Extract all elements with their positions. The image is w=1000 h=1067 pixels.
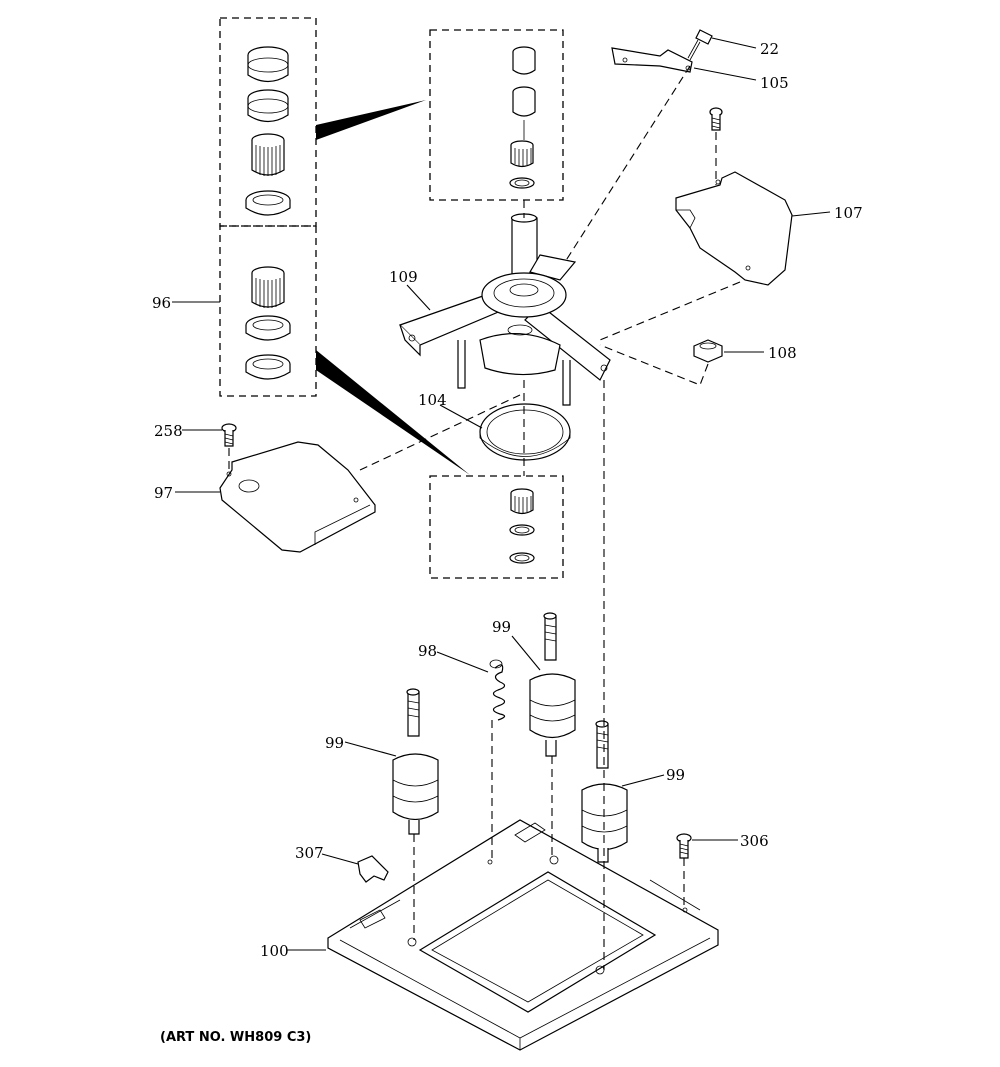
nut-108	[693, 339, 723, 363]
upper-bearing-group	[429, 29, 564, 201]
callout-107: 107	[834, 204, 863, 222]
callout-99-left: 99	[325, 734, 344, 752]
shock-absorber-99-left	[392, 688, 439, 835]
callout-98: 98	[418, 642, 437, 660]
bearing-kit-96	[219, 17, 470, 475]
callout-306: 306	[740, 832, 769, 850]
callout-109: 109	[389, 268, 418, 286]
callout-96: 96	[152, 294, 171, 312]
assembly-lines	[228, 65, 741, 970]
callout-105: 105	[760, 74, 789, 92]
callout-22: 22	[760, 40, 779, 58]
art-number: (ART NO. WH809 C3)	[160, 1030, 312, 1045]
lower-bearing-group	[429, 475, 564, 579]
panel-97	[219, 441, 376, 553]
callout-258: 258	[154, 422, 183, 440]
screw-258	[221, 423, 237, 447]
clip-307	[357, 855, 389, 883]
base-plate-100	[327, 819, 719, 1051]
callout-labels: 22 105 107 108 109 96 104 258 97 99 98 9…	[152, 40, 863, 960]
screw-107-top	[709, 107, 723, 131]
callout-307: 307	[295, 844, 324, 862]
callout-99-right: 99	[666, 766, 685, 784]
suspension-assembly-109	[398, 213, 611, 406]
bracket-105	[611, 47, 693, 73]
leader-lines	[172, 37, 831, 951]
callout-104: 104	[418, 391, 447, 409]
callout-97: 97	[154, 484, 173, 502]
callout-99-center: 99	[492, 618, 511, 636]
callout-100: 100	[260, 942, 289, 960]
belt-104	[479, 403, 571, 461]
callout-108: 108	[768, 344, 797, 362]
spring-98	[489, 659, 506, 721]
screw-22	[687, 29, 713, 61]
screw-306	[676, 833, 692, 859]
panel-107	[675, 171, 793, 286]
shock-absorber-99-center	[529, 612, 576, 757]
